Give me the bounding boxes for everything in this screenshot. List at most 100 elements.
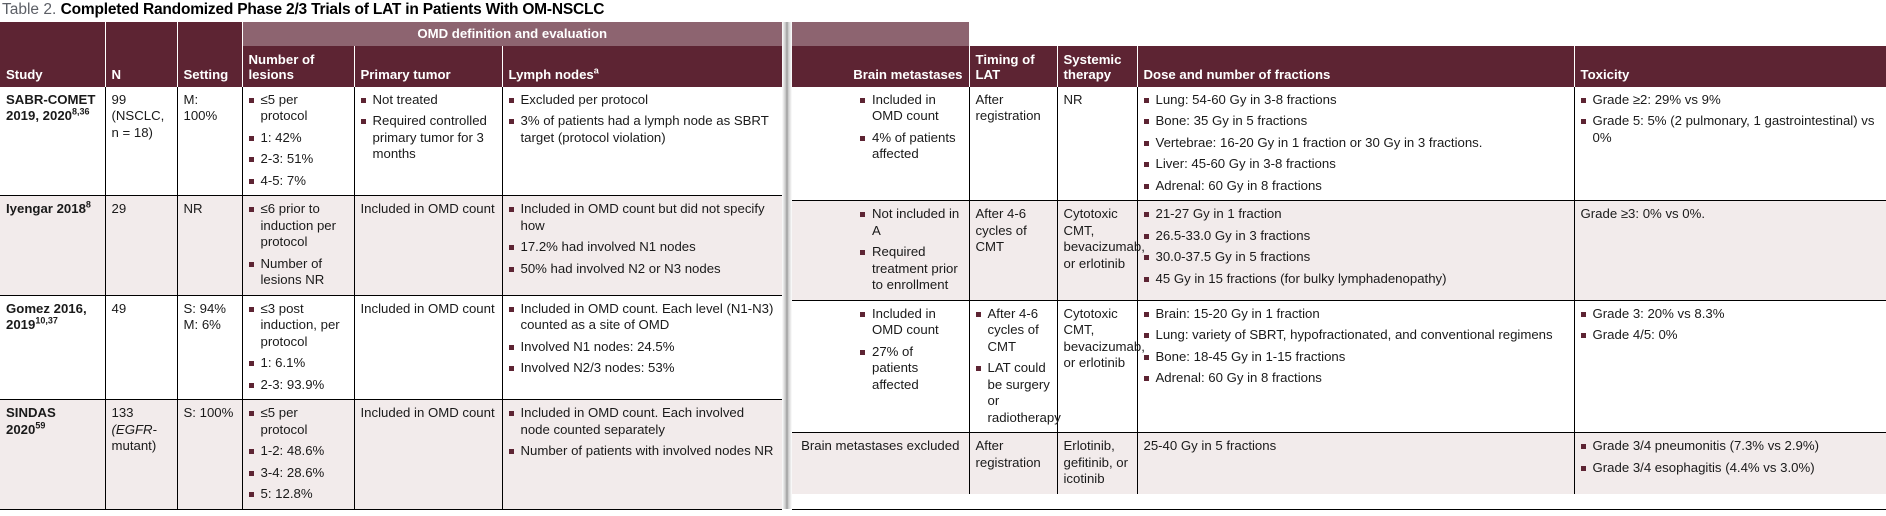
cell-timing-of-lat: After registration [969,86,1058,201]
cell-primary-tumor: Included in OMD count [354,399,503,509]
list-item: Bone: 35 Gy in 5 fractions [1143,113,1568,130]
list-item: Adrenal: 60 Gy in 8 fractions [1143,178,1568,195]
cell-setting: NR [177,195,243,295]
panel-divider [782,22,792,509]
cell-study: Gomez 2016, 201910,37 [0,294,106,400]
cell-brain-metastases: Included in OMD count 4% of patients aff… [792,86,970,201]
table-row: Gomez 2016, 201910,37 49 S: 94% M: 6% ≤3… [0,294,782,400]
list-item: Not treated [360,92,496,109]
col-header-number-of-lesions: Number of lesions [242,45,355,87]
study-reference: 10,37 [35,315,58,326]
left-panel: Study N Setting OMD definition and evalu… [0,22,782,509]
cell-lymph-nodes: Excluded per protocol 3% of patients had… [502,86,782,196]
cell-n: 99 (NSCLC, n = 18) [105,86,178,196]
list-item: Required controlled primary tumor for 3 … [360,113,496,163]
caption-label: Table 2. [2,1,57,18]
cell-toxicity: Grade ≥3: 0% vs 0%. [1574,200,1886,300]
list-item: 2-3: 93.9% [248,377,348,394]
cell-study: SABR-COMET 2019, 20208,36 [0,86,106,196]
cell-study: SINDAS 202059 [0,399,106,509]
list-item: 30.0-37.5 Gy in 5 fractions [1143,249,1568,266]
col-header-lymph-nodes-label: Lymph nodes [508,66,594,82]
list-item: ≤5 per protocol [248,405,348,438]
right-table-body: Included in OMD count 4% of patients aff… [792,86,1886,494]
cell-n: 29 [105,195,178,295]
cell-setting: S: 94% M: 6% [177,294,243,400]
footnote-marker-a: a [593,65,599,76]
list-item: Grade 3/4 esophagitis (4.4% vs 3.0%) [1580,460,1881,477]
list-item: 4% of patients affected [860,130,963,163]
study-reference: 59 [35,420,46,431]
list-item: Grade ≥2: 29% vs 9% [1580,92,1881,109]
list-item: 17.2% had involved N1 nodes [508,239,777,256]
cell-n: 133 (EGFR- mutant) [105,399,178,509]
left-group-header-row: Study N Setting OMD definition and evalu… [0,22,782,87]
table-row: Iyengar 20188 29 NR ≤6 prior to inductio… [0,195,782,295]
list-item: Grade 5: 5% (2 pulmonary, 1 gastrointest… [1580,113,1881,146]
study-name: Gomez 2016, 2019 [6,300,87,333]
list-item: 27% of patients affected [860,344,963,394]
right-table: Brain metastases Timing of LAT Systemic … [792,22,1886,494]
cell-primary-tumor: Included in OMD count [354,294,503,400]
list-item: Not included in A [860,206,963,239]
col-header-timing-of-lat: Timing of LAT [969,45,1058,87]
cell-number-of-lesions: ≤3 post induction, per protocol 1: 6.1% … [242,294,355,400]
study-name: SINDAS 2020 [6,405,56,437]
cell-dose: Brain: 15-20 Gy in 1 fraction Lung: vari… [1137,299,1575,433]
cell-brain-metastases: Included in OMD count 27% of patients af… [792,299,970,433]
footnote-nodal-staging: aN1, N2, and N3 refer to nodal group sta… [792,508,1886,516]
cell-n: 49 [105,294,178,400]
study-reference: 8,36 [72,106,90,117]
col-header-setting: Setting [177,22,243,87]
cell-setting: M: 100% [177,86,243,196]
col-header-systemic-therapy: Systemic therapy [1057,45,1138,87]
list-item: Included in OMD count. Each level (N1-N3… [508,301,777,334]
list-item: Vertebrae: 16-20 Gy in 1 fraction or 30 … [1143,135,1568,152]
list-item: Involved N2/3 nodes: 53% [508,360,777,377]
cell-toxicity: Grade 3: 20% vs 8.3% Grade 4/5: 0% [1574,299,1886,433]
list-item: ≤6 prior to induction per protocol [248,201,348,251]
left-table-body: SABR-COMET 2019, 20208,36 99 (NSCLC, n =… [0,86,782,509]
list-item: Included in OMD count [860,92,963,125]
table-row: Included in OMD count 4% of patients aff… [792,86,1886,201]
list-item: Included in OMD count [860,306,963,339]
list-item: 1-2: 48.6% [248,443,348,460]
cell-study: Iyengar 20188 [0,195,106,295]
table-row: Included in OMD count 27% of patients af… [792,299,1886,433]
col-header-toxicity: Toxicity [1574,45,1886,87]
list-item: 50% had involved N2 or N3 nodes [508,261,777,278]
list-item: Adrenal: 60 Gy in 8 fractions [1143,370,1568,387]
caption-title: Completed Randomized Phase 2/3 Trials of… [60,1,605,18]
list-item: Included in OMD count. Each involved nod… [508,405,777,438]
list-item: Included in OMD count but did not specif… [508,201,777,234]
col-header-primary-tumor: Primary tumor [354,45,503,87]
list-item: 3% of patients had a lymph node as SBRT … [508,113,777,146]
group-header-omd-definition: OMD definition and evaluation [242,22,782,46]
list-item: Number of patients with involved nodes N… [508,443,777,460]
list-item: 45 Gy in 15 fractions (for bulky lymphad… [1143,271,1568,288]
list-item: Grade 3/4 pneumonitis (7.3% vs 2.9%) [1580,438,1881,455]
list-item: Grade 3: 20% vs 8.3% [1580,306,1881,323]
list-item: After 4-6 cycles of CMT [975,306,1051,356]
cell-dose: 21-27 Gy in 1 fraction 26.5-33.0 Gy in 3… [1137,200,1575,300]
cell-brain-metastases: Brain metastases excluded [792,432,970,494]
cell-lymph-nodes: Included in OMD count. Each level (N1-N3… [502,294,782,400]
list-item: Grade 4/5: 0% [1580,327,1881,344]
list-item: 1: 6.1% [248,355,348,372]
table-row: Not included in A Required treatment pri… [792,200,1886,300]
cell-number-of-lesions: ≤5 per protocol 1-2: 48.6% 3-4: 28.6% 5:… [242,399,355,509]
list-item: Required treatment prior to enrollment [860,244,963,294]
cell-systemic-therapy: Erlotinib, gefitinib, or icotinib [1057,432,1138,494]
col-header-brain-metastases: Brain metastases [792,45,970,87]
cell-toxicity: Grade ≥2: 29% vs 9% Grade 5: 5% (2 pulmo… [1574,86,1886,201]
list-item: Excluded per protocol [508,92,777,109]
table-caption: Table 2. Completed Randomized Phase 2/3 … [0,0,1886,22]
cell-lymph-nodes: Included in OMD count. Each involved nod… [502,399,782,509]
col-header-n: N [105,22,178,87]
cell-number-of-lesions: ≤6 prior to induction per protocol Numbe… [242,195,355,295]
study-name: Iyengar 2018 [6,201,86,216]
cell-primary-tumor: Not treated Required controlled primary … [354,86,503,196]
cell-timing-of-lat: After 4-6 cycles of CMT [969,200,1058,300]
col-header-dose-and-fractions: Dose and number of fractions [1137,45,1575,87]
